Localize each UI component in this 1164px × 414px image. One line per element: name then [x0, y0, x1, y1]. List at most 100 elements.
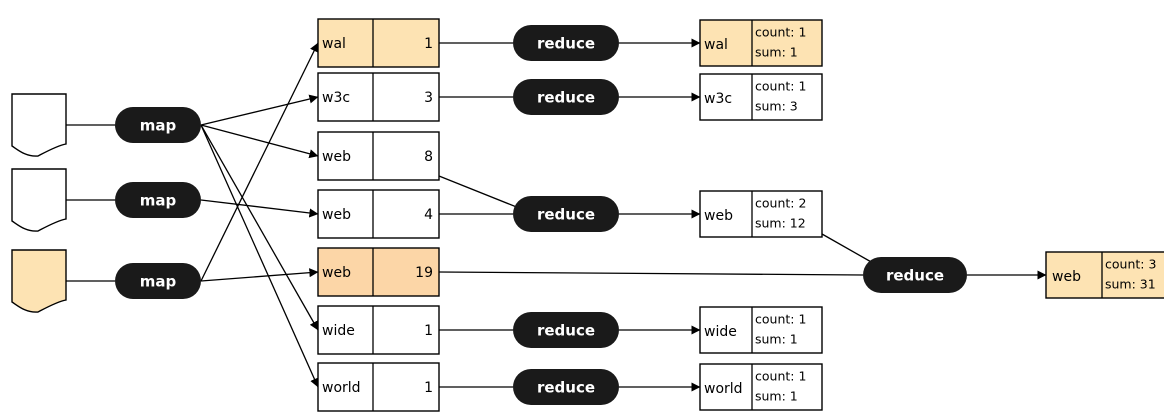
map-pill-shape [115, 263, 201, 299]
result-count: count: 1 [755, 369, 806, 384]
result-key: world [704, 381, 743, 397]
map-pill: map [115, 182, 201, 218]
pair-box-border [317, 362, 440, 412]
result-sum: sum: 3 [755, 99, 798, 114]
final-result-key: web [1052, 269, 1081, 285]
pair-key: wide [322, 323, 355, 339]
pair-value: 1 [424, 380, 433, 396]
final-result-box: web count: 3 sum: 31 [1045, 251, 1164, 299]
final-result-border [1045, 251, 1164, 299]
document-shape [11, 93, 67, 157]
pair-box-border [317, 247, 440, 297]
result-box-border [699, 73, 823, 121]
pair-value: 1 [424, 36, 433, 52]
result-box: wal count: 1 sum: 1 [699, 19, 823, 67]
result-box-border [699, 190, 823, 238]
result-box: web count: 2 sum: 12 [699, 190, 823, 238]
reduce-pill-shape [513, 196, 619, 232]
map-to-pair-edge [200, 42, 319, 282]
pair-box-border [317, 189, 440, 239]
pair-value: 19 [415, 265, 433, 281]
map-pill: map [115, 263, 201, 299]
pair-box-border [317, 305, 440, 355]
pair-box-border [317, 131, 440, 181]
result-box-border [699, 19, 823, 67]
result-box: wide count: 1 sum: 1 [699, 306, 823, 354]
result-sum: sum: 1 [755, 332, 798, 347]
pair-value: 8 [424, 149, 433, 165]
result-sum: sum: 1 [755, 389, 798, 404]
pair-box: web 8 [317, 131, 440, 181]
pair-key: world [322, 380, 361, 396]
final-result-sum: sum: 31 [1105, 277, 1156, 292]
map-pill-shape [115, 107, 201, 143]
result-key: web [704, 208, 733, 224]
document-icon [11, 168, 67, 232]
pair-box-border [317, 18, 440, 68]
reduce-pill-final: reduce [863, 257, 967, 293]
reduce-pill-label: reduce [537, 322, 595, 340]
result-to-reduce-line [821, 233, 874, 264]
result-sum: sum: 12 [755, 216, 806, 231]
edges [66, 38, 1047, 392]
result-count: count: 1 [755, 79, 806, 94]
pair-box: web 19 [317, 247, 440, 297]
document-shape [11, 168, 67, 232]
map-pill-label: map [140, 273, 177, 291]
reduce-pill-shape [513, 369, 619, 405]
result-box: world count: 1 sum: 1 [699, 363, 823, 411]
reduce-pill: reduce [513, 25, 619, 61]
result-key: w3c [704, 91, 732, 107]
map-to-pair-edge [200, 124, 319, 388]
result-box-border [699, 363, 823, 411]
result-count: count: 2 [755, 196, 806, 211]
pair-key: w3c [322, 90, 350, 106]
pair-box: w3c 3 [317, 72, 440, 122]
pair-key: web [322, 265, 351, 281]
map-pill-label: map [140, 192, 177, 210]
reduce-pill-label: reduce [537, 35, 595, 53]
pair-key: web [322, 149, 351, 165]
result-key: wal [704, 37, 728, 53]
reduce-pill: reduce [513, 369, 619, 405]
result-count: count: 1 [755, 312, 806, 327]
pair-value: 1 [424, 323, 433, 339]
reduce-pill: reduce [513, 79, 619, 115]
reduce-pill-label: reduce [537, 89, 595, 107]
pair-box: wide 1 [317, 305, 440, 355]
result-key: wide [704, 324, 737, 340]
pair-key: wal [322, 36, 346, 52]
reduce-pill-shape [513, 312, 619, 348]
reduce-pill-label: reduce [537, 206, 595, 224]
map-pill-shape [115, 182, 201, 218]
pair-box: web 4 [317, 189, 440, 239]
pair-to-reduce-line [438, 271, 864, 276]
document-shape [11, 249, 67, 313]
pair-box: wal 1 [317, 18, 440, 68]
result-count: count: 1 [755, 25, 806, 40]
pair-to-reduce-line [438, 175, 520, 209]
map-to-pair-edge [200, 124, 319, 331]
pair-value: 3 [424, 90, 433, 106]
map-to-pair-edge [200, 268, 319, 282]
result-box: w3c count: 1 sum: 3 [699, 73, 823, 121]
pair-box-border [317, 72, 440, 122]
reduce-pill-shape [513, 79, 619, 115]
pair-key: web [322, 207, 351, 223]
reduce-pill: reduce [513, 312, 619, 348]
map-to-pair-edge [200, 199, 319, 218]
reduce-pill: reduce [513, 196, 619, 232]
map-pill: map [115, 107, 201, 143]
pair-box: world 1 [317, 362, 440, 412]
document-icon [11, 249, 67, 313]
reduce-pill-shape [513, 25, 619, 61]
result-box-border [699, 306, 823, 354]
map-to-pair-edge [200, 94, 319, 126]
reduce-pill-final-label: reduce [886, 267, 944, 285]
pair-value: 4 [424, 207, 433, 223]
final-result-count: count: 3 [1105, 257, 1156, 272]
reduce-pill-final-shape [863, 257, 967, 293]
result-sum: sum: 1 [755, 45, 798, 60]
